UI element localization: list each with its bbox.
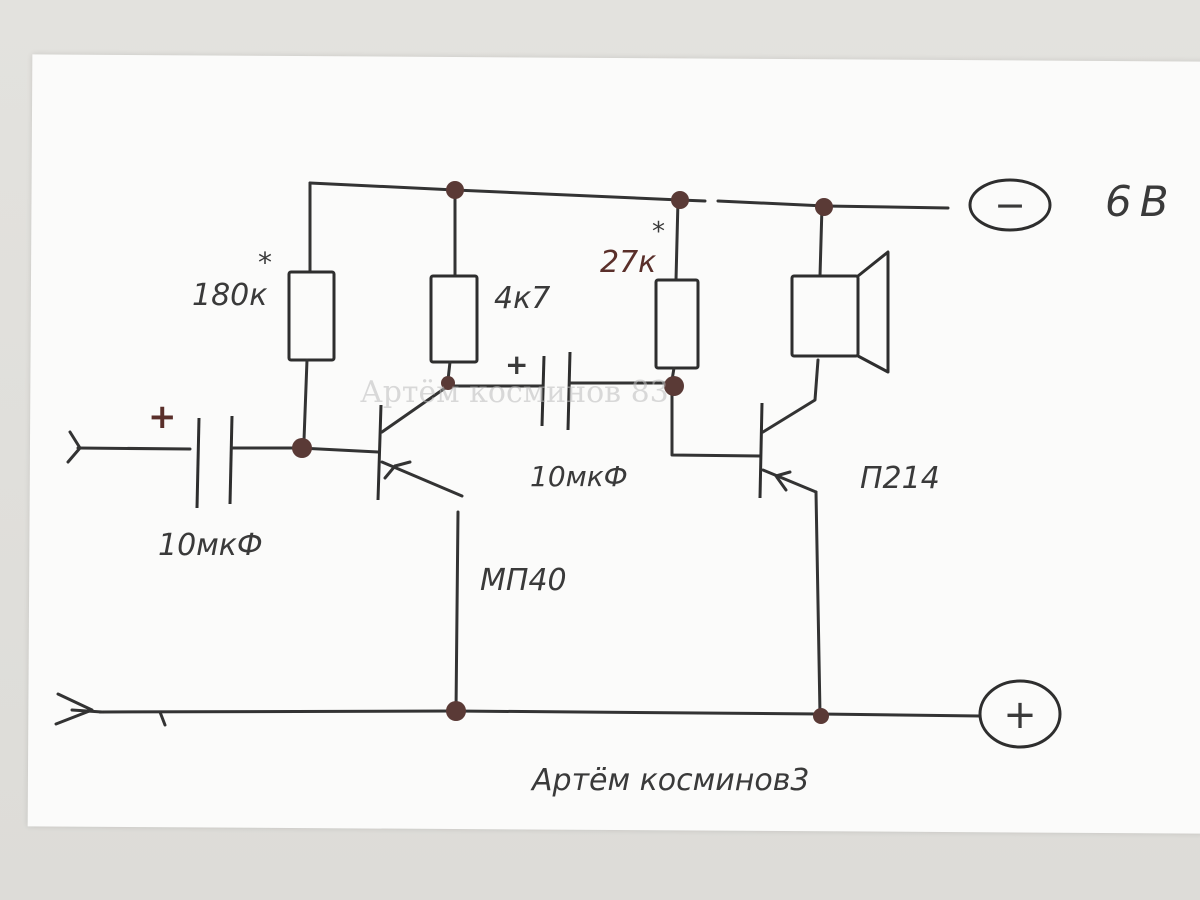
watermark-text: Артём косминов 83 [360,375,669,410]
c1-polarity-label: + [148,397,177,437]
c2-polarity-label: + [505,348,528,381]
capacitor-c1 [195,415,380,509]
supply-plus-terminal: + [978,679,1062,749]
speaker-icon [790,204,890,374]
t2-type-label: П214 [860,461,940,496]
transistor-t2 [670,358,822,716]
junction-nodes [292,181,833,724]
author-signature: Артём косминов3 [530,763,810,798]
input-terminal-top [66,430,192,464]
resistor-r2 [429,188,479,382]
positive-rail [98,709,982,727]
r3-mark: * [652,217,665,247]
supply-minus-terminal: − [968,178,1052,232]
r3-value-label: 27к [600,245,656,280]
minus-symbol: − [994,183,1026,227]
r1-value-label: 180к [192,278,267,313]
plus-symbol: + [1003,692,1037,738]
voltage-label: 6В [1105,177,1177,226]
c1-value-label: 10мкФ [158,528,263,563]
r1-mark: * [258,246,272,279]
t1-type-label: МП40 [480,563,567,598]
r2-value-label: 4к7 [494,281,550,316]
input-terminal-bottom [54,692,104,726]
resistor-r1 [287,270,336,442]
c2-value-label: 10мкФ [530,460,628,493]
transistor-t1 [376,384,464,713]
